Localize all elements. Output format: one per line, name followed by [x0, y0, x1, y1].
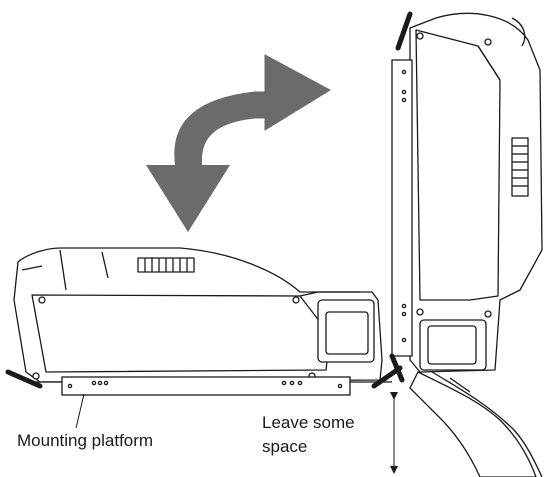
stand-base	[409, 371, 543, 477]
projector-horizontal	[5, 247, 403, 389]
projector-vertical	[389, 11, 543, 383]
platform-leader-line	[75, 393, 85, 429]
mounting-platform-label: Mounting platform	[17, 431, 154, 450]
mounting-platform	[30, 376, 392, 396]
leave-space-label-line2: space	[262, 437, 308, 456]
rotation-arrow-icon	[146, 54, 332, 232]
leave-space-label-line1: Leave some	[262, 413, 355, 432]
